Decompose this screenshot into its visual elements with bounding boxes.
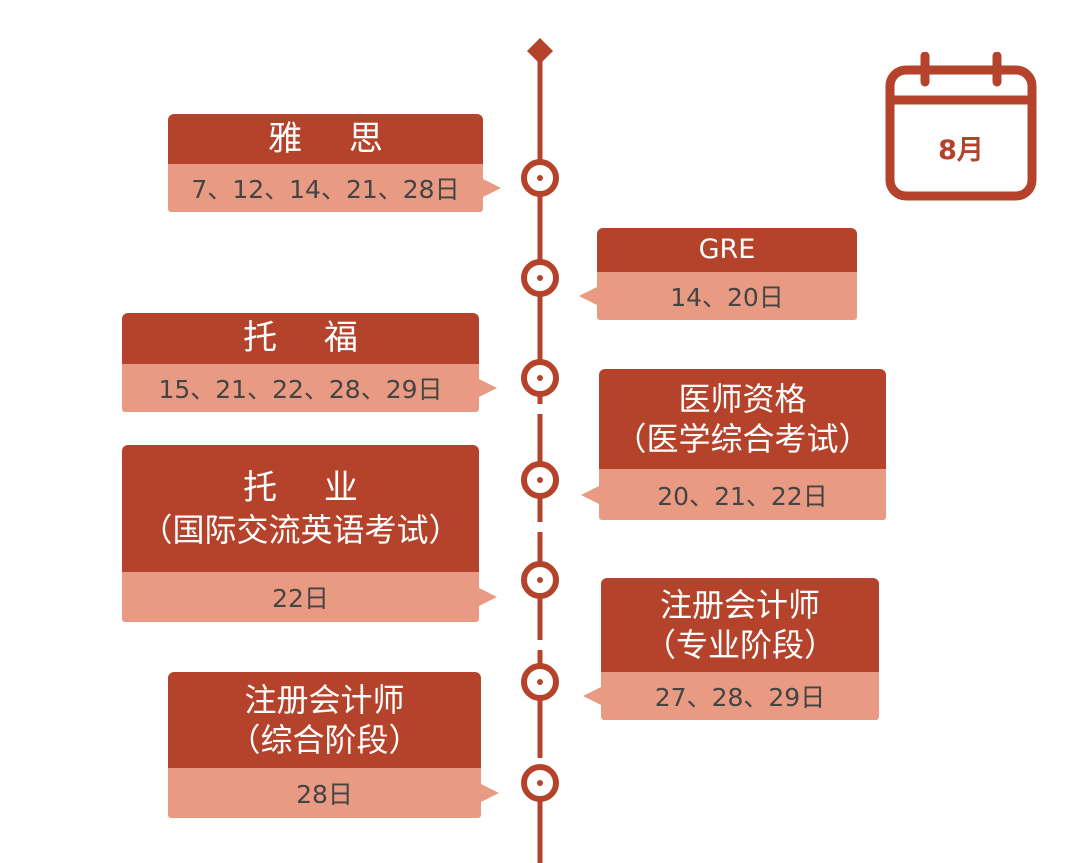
timeline-node-7: [521, 764, 559, 802]
calendar-month-label: 8月: [938, 135, 984, 166]
exam-dates: 28日: [296, 780, 353, 809]
calendar-icon: [885, 52, 1037, 201]
exam-name: 注册会计师: [244, 681, 405, 719]
timeline-node-1: [521, 159, 559, 197]
exam-dates: 22日: [272, 584, 329, 613]
exam-card-medical-license: 医师资格 （医学综合考试） 20、21、22日: [581, 369, 886, 520]
timeline-node-6: [521, 663, 559, 701]
exam-subtitle: （医学综合考试）: [614, 420, 871, 458]
exam-card-ielts: 雅 思 7、12、14、21、28日: [168, 114, 501, 212]
exam-name: 雅 思: [268, 118, 401, 159]
exam-card-cpa-professional: 注册会计师 （专业阶段） 27、28、29日: [583, 578, 879, 720]
exam-name: GRE: [698, 234, 756, 266]
exam-subtitle: （国际交流英语考试）: [140, 510, 461, 549]
exam-card-cpa-comprehensive: 注册会计师 （综合阶段） 28日: [168, 672, 499, 818]
exam-card-toeic: 托 业 （国际交流英语考试） 22日: [122, 445, 497, 622]
exam-name: 托 福: [243, 318, 376, 359]
exam-name: 托 业: [243, 468, 376, 509]
timeline-node-5: [521, 561, 559, 599]
exam-name: 医师资格: [678, 380, 807, 418]
exam-card-gre: GRE 14、20日: [579, 228, 857, 320]
exam-dates: 7、12、14、21、28日: [191, 175, 460, 204]
timeline-top-diamond: [527, 38, 553, 64]
exam-subtitle: （专业阶段）: [643, 626, 836, 664]
exam-dates: 27、28、29日: [654, 683, 826, 712]
exam-card-toefl: 托 福 15、21、22、28、29日: [122, 313, 497, 412]
exam-dates: 14、20日: [670, 283, 784, 312]
exam-name: 注册会计师: [659, 586, 820, 624]
timeline-node-4: [521, 461, 559, 499]
timeline-node-2: [521, 259, 559, 297]
timeline-node-3: [521, 359, 559, 397]
exam-subtitle: （综合阶段）: [228, 721, 421, 759]
exam-dates: 20、21、22日: [657, 481, 828, 511]
exam-dates: 15、21、22、28、29日: [158, 375, 443, 404]
